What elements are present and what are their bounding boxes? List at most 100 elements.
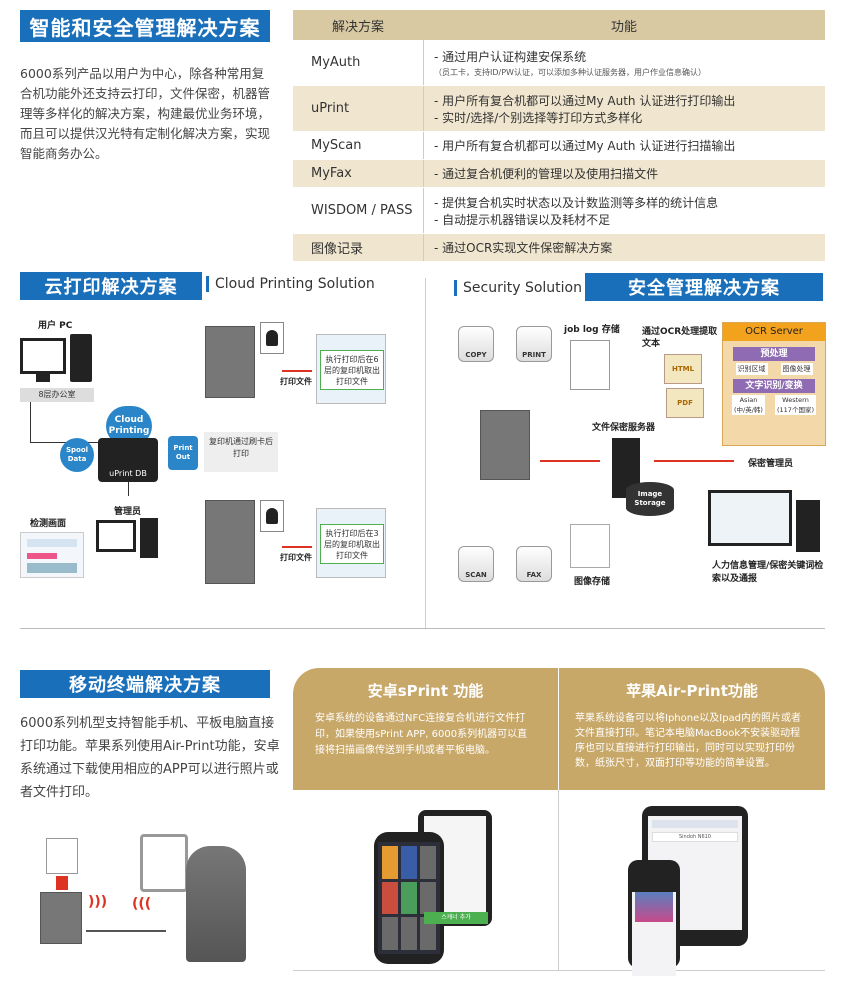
table-header-solution: 解决方案 [331, 19, 384, 35]
pdf-doc-icon: PDF [666, 388, 704, 418]
connector-line [30, 402, 31, 442]
security-admin-label: 保密管理员 [748, 459, 794, 469]
ocr-extract-label: 通过OCR处理提取文本 [642, 327, 718, 349]
admin-label: 管理员 [114, 507, 142, 517]
mobile-copier-icon [40, 892, 82, 944]
table-row: 图像记录 - 通过OCR实现文件保密解决方案 [293, 234, 825, 262]
row-line: - 通过OCR实现文件保密解决方案 [434, 241, 613, 255]
recog-area-label: 识别区域 [735, 363, 768, 375]
html-doc-icon: HTML [664, 354, 702, 384]
apple-body: 苹果系统设备可以将Iphone以及Ipad内的照片或者文件直接打印。笔记本电脑M… [575, 713, 802, 769]
mobile-card-divider [558, 790, 559, 970]
user-pc-label: 用户 PC [38, 321, 73, 331]
hr-info-label: 人力信息管理/保密关键词检索以及通报 [712, 561, 824, 584]
preprocess-label: 预处理 [733, 347, 815, 361]
image-storage-icon: Image Storage [626, 482, 674, 516]
row-name: MyScan [311, 138, 362, 153]
business-person-icon [186, 846, 246, 962]
pc-monitor-icon [20, 338, 66, 374]
print-info-top: 执行打印后在6层的复印机取出打印文件 [320, 350, 384, 390]
vertical-divider [425, 278, 426, 628]
image-save-label: 图像存储 [574, 577, 611, 587]
security-title: 安全管理解决方案 [585, 273, 823, 301]
android-title: 安卓sPrint 功能 [367, 682, 484, 700]
arrow-right [282, 370, 312, 372]
arrow-line [86, 930, 166, 932]
row-line: - 用户所有复合机都可以通过My Auth 认证进行打印输出 [434, 93, 736, 108]
row-line: - 用户所有复合机都可以通过My Auth 认证进行扫描输出 [434, 139, 736, 153]
printed-photo-icon [46, 838, 78, 874]
nfc-signal-icon: ))) [88, 894, 108, 910]
cloud-print-title: 云打印解决方案 [20, 272, 202, 300]
print-file-label-bottom: 打印文件 [280, 553, 312, 562]
hr-monitor-icon [708, 490, 792, 546]
security-subtitle: Security Solution [454, 280, 582, 296]
print-file-label-top: 打印文件 [280, 377, 312, 386]
card-auth-box: 复印机通过刷卡后打印 [204, 432, 278, 472]
job-log-label: job log 存储 [564, 325, 620, 335]
table-row: MyAuth - 通过用户认证构建安保系统 （员工卡，支持ID/PW认证，可以添… [293, 40, 825, 86]
row-name: MyAuth [311, 55, 361, 70]
airprint-printer-label: Sindoh N610 [652, 832, 738, 842]
app-add-scanner-button[interactable]: 스캐너 추가 [424, 912, 488, 924]
iphone-icon [628, 860, 680, 976]
floor-8-label: 8层办公室 [20, 388, 94, 402]
table-row: MyScan - 用户所有复合机都可以通过My Auth 认证进行扫描输出 [293, 132, 825, 160]
row-name: MyFax [311, 166, 352, 181]
copy-icon: COPY [458, 326, 494, 362]
western-label: Western (117个国家) [775, 395, 816, 415]
print-out-arrow: Print Out [168, 436, 198, 470]
ocr-server-panel: OCR Server 预处理 识别区域 图像处理 文字识别/变换 Asian (… [722, 322, 826, 446]
ocr-convert-label: 文字识别/变换 [733, 379, 815, 393]
pc-stand [36, 374, 50, 382]
section-divider [20, 628, 825, 629]
row-note: （员工卡，支持ID/PW认证，可以添加多种认证服务器，用户作业信息确认） [434, 67, 706, 77]
android-body: 安卓系统的设备通过NFC连接复合机进行文件打印，如果使用sPrint APP, … [315, 713, 528, 756]
mobile-card-bottom-line [293, 970, 825, 971]
admin-monitor-icon [96, 520, 136, 552]
row-line: - 提供复合机实时状态以及计数监测等多样的统计信息 [434, 195, 719, 210]
admin-tower-icon [140, 518, 158, 558]
print-icon: PRINT [516, 326, 552, 362]
apple-card: 苹果Air-Print功能 苹果系统设备可以将Iphone以及Ipad内的照片或… [559, 668, 825, 790]
monitoring-screen-icon [20, 532, 84, 578]
table-header-function: 功能 [610, 19, 637, 35]
android-card: 安卓sPrint 功能 安卓系统的设备通过NFC连接复合机进行文件打印，如果使用… [293, 668, 558, 790]
ipad-icon: Sindoh N610 [642, 806, 748, 946]
mobile-description: 6000系列机型支持智能手机、平板电脑直接打印功能。苹果系列使用Air-Prin… [20, 716, 280, 800]
hr-tower-icon [796, 500, 820, 552]
row-name: 图像记录 [311, 242, 364, 257]
security-copier-icon [480, 410, 530, 480]
table-row: uPrint - 用户所有复合机都可以通过My Auth 认证进行打印输出 - … [293, 86, 825, 132]
row-name: WISDOM / PASS [311, 203, 413, 218]
arrow-right [282, 546, 312, 548]
table-row: MyFax - 通过复合机便利的管理以及使用扫描文件 [293, 160, 825, 188]
fax-icon: FAX [516, 546, 552, 582]
section1-description: 6000系列产品以用户为中心，除各种常用复合机功能外还支持云打印，文件保密，机器… [20, 66, 271, 161]
row-line: - 通过用户认证构建安保系统 [434, 49, 587, 64]
apple-title: 苹果Air-Print功能 [626, 682, 758, 700]
row-line: - 实时/选择/个别选择等打印方式多样化 [434, 110, 643, 125]
row-name: uPrint [311, 101, 350, 116]
pc-tower-icon [70, 334, 92, 382]
row-line: - 自动提示机器错误以及耗材不足 [434, 212, 611, 227]
asian-label: Asian (中/英/韩) [732, 395, 765, 415]
image-proc-label: 图像处理 [780, 363, 813, 375]
uprint-db-icon: uPrint DB [98, 438, 158, 482]
solutions-table: 解决方案 功能 MyAuth - 通过用户认证构建安保系统 （员工卡，支持ID/… [293, 10, 825, 262]
chart-doc-icon [570, 524, 610, 568]
monitoring-label: 检测画面 [30, 519, 67, 529]
tablet-icon [140, 834, 188, 892]
spool-data-arrow: Spool Data [60, 438, 94, 472]
android-phone-icon [374, 832, 444, 964]
arrow-left [654, 460, 734, 462]
section-title-smart-security: 智能和安全管理解决方案 [20, 10, 270, 42]
scan-icon: SCAN [458, 546, 494, 582]
down-arrow-icon [56, 876, 68, 890]
table-header: 解决方案 功能 [293, 10, 825, 40]
arrow-right [540, 460, 600, 462]
file-server-label: 文件保密服务器 [592, 423, 656, 433]
mobile-title: 移动终端解决方案 [20, 670, 270, 698]
copier-top-icon [205, 326, 255, 398]
copier-bottom-icon [205, 500, 255, 584]
